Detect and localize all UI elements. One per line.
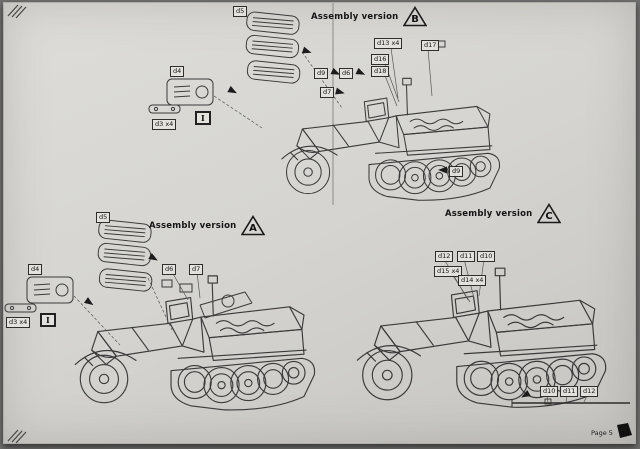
version-letter: A [250, 223, 258, 234]
part-label-d3: d3 x4 [6, 317, 31, 328]
part-label-d12: d12 [580, 386, 599, 397]
part-label-d7: d7 [189, 264, 204, 275]
grille-plate-stack-d5-a [92, 218, 159, 293]
part-label-d12: d12 [435, 251, 454, 262]
part-label-d6: d6 [162, 264, 177, 275]
part-label-d11: d11 [560, 386, 579, 397]
version-triangle-b: B [403, 6, 428, 27]
part-label-d5: d5 [96, 212, 111, 223]
part-label-d4: d4 [170, 66, 185, 77]
part-label-d5: d5 [233, 6, 248, 17]
version-triangle-c: C [537, 203, 562, 224]
part-label-d14: d14 x4 [458, 275, 487, 286]
part-label-d11: d11 [457, 251, 476, 262]
part-label-d6: d6 [339, 68, 354, 79]
part-label-d9: d9 [449, 166, 464, 177]
part-label-d13: d13 x4 [374, 38, 403, 49]
arrow-icon [83, 297, 96, 309]
halftrack-drawing-b [281, 77, 501, 201]
part-label-d4: d4 [28, 264, 43, 275]
part-label-d15: d15 x4 [434, 266, 463, 277]
grille-panel-d4-a [26, 276, 74, 304]
sprue-frame-label: I [195, 111, 211, 125]
grille-bar-d3-a [4, 303, 37, 313]
arrow-icon [355, 67, 367, 78]
part-label-d18: d18 [371, 66, 390, 77]
grille-bar-d3-b [148, 104, 181, 114]
part-label-d10: d10 [477, 251, 496, 262]
grille-panel-d4-b [166, 78, 214, 106]
arrow-icon [227, 85, 239, 97]
assembly-version-c-header: Assembly version C [445, 203, 562, 224]
grille-plate-stack-d5-b [240, 10, 307, 85]
sprue-frame-label: I [40, 313, 56, 327]
rod-assembly-detail [511, 398, 630, 407]
arrow-icon [301, 46, 313, 57]
corner-mark-top-left [7, 4, 27, 19]
halftrack-drawing-a [74, 275, 316, 411]
arrow-icon [148, 252, 160, 264]
version-letter: B [412, 14, 420, 25]
part-label-d10: d10 [540, 386, 559, 397]
assembly-version-title: Assembly version [311, 12, 399, 22]
assembly-version-b-header: Assembly version B [311, 6, 428, 27]
part-label-d17: d17 [421, 40, 440, 51]
part-label-d16: d16 [371, 54, 390, 65]
arrow-icon [335, 87, 346, 97]
part-label-d3: d3 x4 [152, 119, 177, 130]
assembly-version-a-header: Assembly version A [149, 215, 266, 236]
version-triangle-a: A [241, 215, 266, 236]
gun-mount-frame-a [199, 291, 253, 319]
small-parts-a [161, 279, 193, 293]
version-letter: C [546, 211, 553, 222]
assembly-version-title: Assembly version [149, 221, 237, 231]
part-label-d9: d9 [314, 68, 329, 79]
brand-logo-icon [617, 423, 632, 438]
part-label-d7: d7 [320, 87, 335, 98]
leader-lines-a [73, 271, 201, 346]
page-number: Page 5 [591, 429, 613, 437]
corner-mark-bottom-left [7, 429, 27, 444]
assembly-version-title: Assembly version [445, 209, 533, 219]
leader-lines-b [213, 47, 433, 129]
